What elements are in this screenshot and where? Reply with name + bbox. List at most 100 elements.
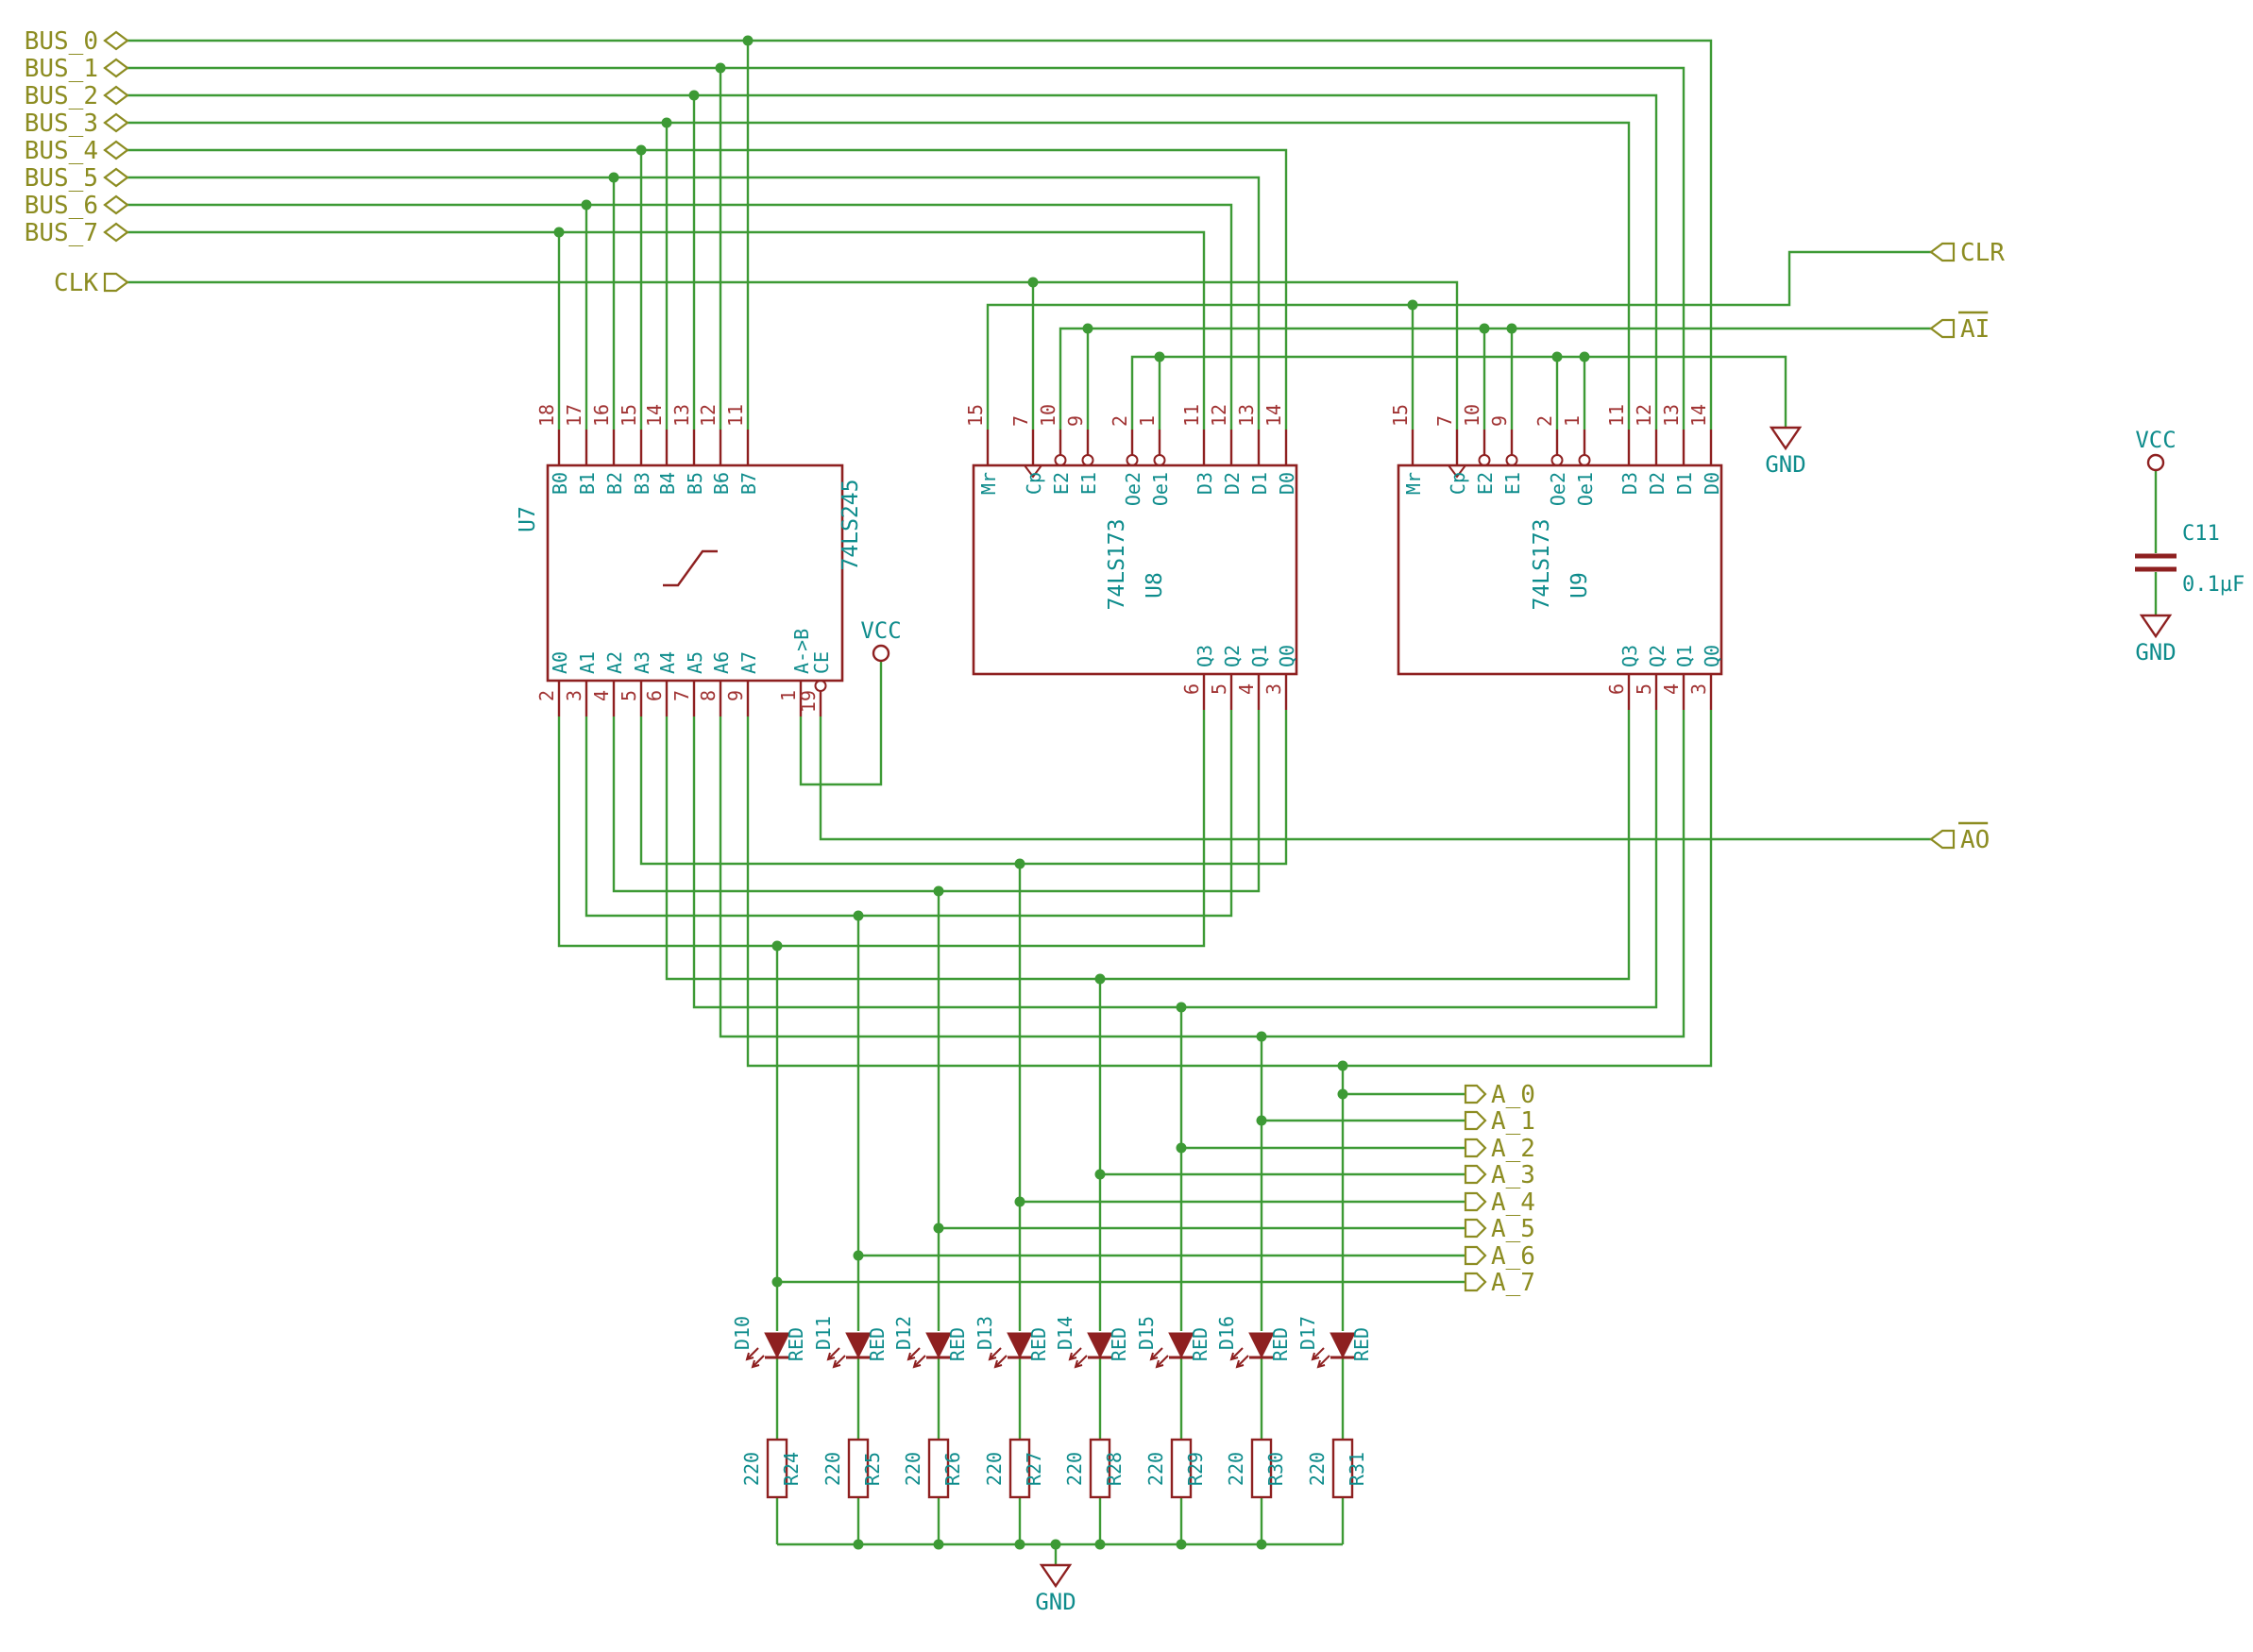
hlabel-A_5[interactable]: A_5 (1464, 1215, 1535, 1243)
wire-CLR (986, 250, 1931, 430)
led-light-arrow-icon (1236, 1355, 1249, 1368)
hlabel-BUS_7[interactable]: BUS_7 (25, 219, 129, 247)
pin-number: 16 (590, 404, 613, 427)
inversion-bubble-icon (1578, 454, 1591, 466)
hlabel-A_3[interactable]: A_3 (1464, 1161, 1535, 1189)
resistor-value: 220 (740, 1452, 763, 1486)
hlabel-AO[interactable]: AO (1929, 821, 1990, 854)
resistor-body (1008, 1438, 1031, 1499)
vcc-circle-icon (872, 644, 890, 663)
pin-name: B6 (710, 472, 733, 495)
led-light-arrowhead-icon (832, 1359, 841, 1369)
led-light-arrow-icon (1317, 1355, 1330, 1368)
pin-number: 9 (1064, 415, 1087, 427)
hlabel-A_6[interactable]: A_6 (1464, 1242, 1535, 1271)
component-U7[interactable]: 18B017B116B215B314B413B512B611B72A03A14A… (516, 404, 863, 716)
pin-name: A->B (790, 629, 813, 674)
pin-name: D3 (1194, 472, 1216, 495)
wire-BUS_4 (127, 148, 1288, 430)
power-vcc[interactable]: VCC (2135, 427, 2177, 472)
inversion-bubble-icon (1126, 454, 1139, 466)
led-value: RED (785, 1327, 807, 1361)
power-gnd[interactable]: GND (2135, 614, 2177, 666)
hlabel-BUS_3[interactable]: BUS_3 (25, 110, 129, 138)
input-connector-icon (103, 272, 129, 293)
wire-BUS_2 (127, 93, 1658, 430)
hlabel-text: BUS_0 (25, 27, 98, 56)
pin-name: B7 (737, 472, 760, 495)
output-connector-icon (1464, 1218, 1487, 1239)
led-value: RED (1027, 1327, 1050, 1361)
component-U8[interactable]: 15Mr7Cp10E29E12Oe21Oe111D312D213D114D06Q… (964, 404, 1298, 710)
bidir-connector-icon (103, 30, 129, 51)
component-ref: U8 (1143, 572, 1167, 598)
hlabel-A_1[interactable]: A_1 (1464, 1107, 1535, 1136)
hlabel-BUS_6[interactable]: BUS_6 (25, 192, 129, 220)
component-value: 74LS245 (839, 480, 863, 571)
hlabel-CLR[interactable]: CLR (1929, 239, 2005, 267)
hlabel-text: BUS_7 (25, 219, 98, 247)
capacitor-ref: C11 (2182, 522, 2220, 546)
hlabel-text: BUS_2 (25, 82, 98, 110)
hlabel-AI[interactable]: AI (1929, 311, 1990, 344)
hlabel-BUS_1[interactable]: BUS_1 (25, 55, 129, 83)
led-light-arrowhead-icon (826, 1352, 836, 1361)
hlabel-BUS_2[interactable]: BUS_2 (25, 82, 129, 110)
power-gnd[interactable]: GND (1035, 1563, 1076, 1615)
hlabel-A_7[interactable]: A_7 (1464, 1269, 1535, 1297)
wire-GND_OE (1130, 355, 1787, 430)
pin-number: 8 (697, 690, 720, 701)
hlabel-A_4[interactable]: A_4 (1464, 1188, 1535, 1217)
hlabel-A_2[interactable]: A_2 (1464, 1135, 1535, 1163)
resistor-value: 220 (1063, 1452, 1086, 1486)
junction-dot (1256, 1115, 1267, 1126)
pin-number: 10 (1037, 404, 1059, 427)
resistor-ref: R27 (1023, 1452, 1045, 1486)
junction-dot (1506, 323, 1517, 334)
pin-name: Cp (1447, 472, 1469, 495)
junction-dot (1082, 323, 1093, 334)
pin-number: 17 (563, 404, 585, 427)
output-connector-icon (1464, 1272, 1487, 1292)
hlabel-A_0[interactable]: A_0 (1464, 1081, 1535, 1109)
bidir-connector-icon (103, 58, 129, 78)
wire-A_0 (746, 710, 1713, 1068)
hlabel-CLK[interactable]: CLK (54, 269, 129, 297)
inversion-bubble-icon (1153, 454, 1166, 466)
led-light-arrow-icon (913, 1355, 926, 1368)
resistor-body (1331, 1438, 1354, 1499)
hlabel-BUS_4[interactable]: BUS_4 (25, 137, 129, 165)
hlabel-BUS_0[interactable]: BUS_0 (25, 27, 129, 56)
led-ref: D12 (892, 1316, 915, 1350)
led-value: RED (1350, 1327, 1373, 1361)
junction-dot (853, 1250, 864, 1261)
hlabel-text: CLR (1960, 239, 2005, 267)
bidir-connector-icon (103, 222, 129, 243)
hlabel-text: A_5 (1491, 1215, 1535, 1243)
power-gnd[interactable]: GND (1765, 426, 1806, 478)
power-vcc[interactable]: VCC (860, 617, 902, 663)
hlabel-BUS_5[interactable]: BUS_5 (25, 164, 129, 193)
led-light-arrowhead-icon (993, 1359, 1003, 1369)
led-triangle-icon (764, 1332, 790, 1359)
pin-number: 14 (1262, 404, 1285, 427)
component-U9[interactable]: 15Mr7Cp10E29E12Oe21Oe111D312D213D114D06Q… (1389, 404, 1723, 710)
